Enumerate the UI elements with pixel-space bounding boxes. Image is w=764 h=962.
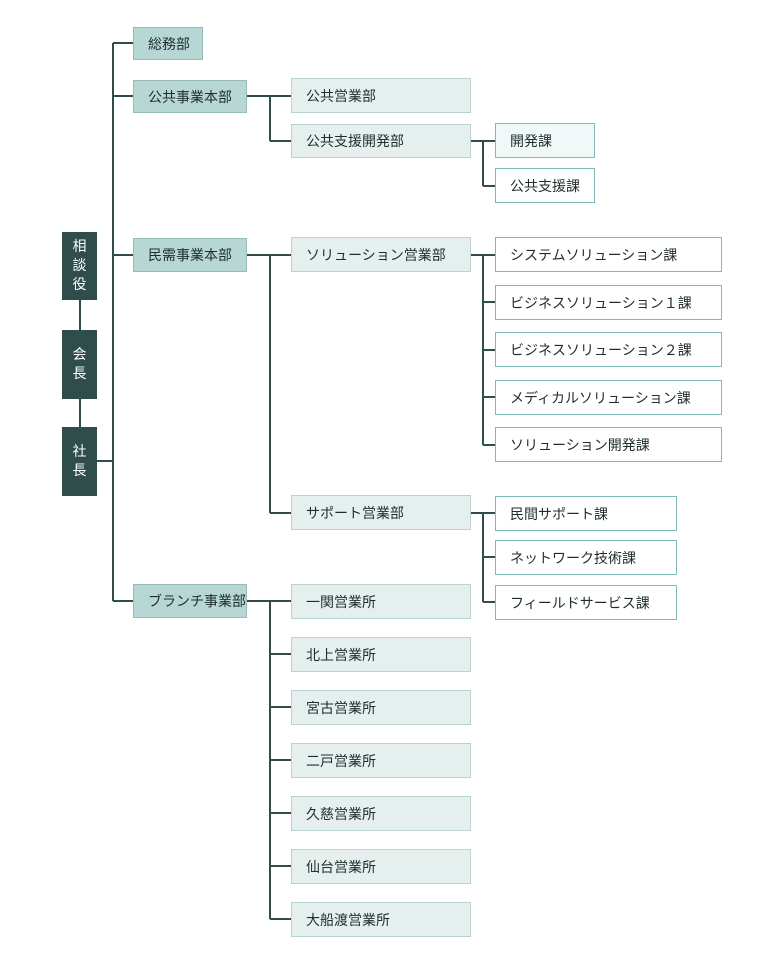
- exec-char: 談: [72, 257, 87, 274]
- exec-char: 長: [72, 462, 87, 479]
- section-system-solution: システムソリューション課: [495, 237, 722, 272]
- section-medical-solution: メディカルソリューション課: [495, 380, 722, 415]
- office-ninohe: 二戸営業所: [291, 743, 471, 778]
- section-business-solution-2: ビジネスソリューション２課: [495, 332, 722, 367]
- executive-shacho: 社 長: [62, 427, 97, 496]
- exec-char: 長: [72, 365, 87, 382]
- exec-char: 役: [72, 276, 87, 293]
- section-business-solution-1: ビジネスソリューション１課: [495, 285, 722, 320]
- office-kuji: 久慈営業所: [291, 796, 471, 831]
- office-ichinoseki: 一関営業所: [291, 584, 471, 619]
- office-sendai: 仙台営業所: [291, 849, 471, 884]
- exec-char: 会: [72, 346, 87, 363]
- dept-solution-eigyo: ソリューション営業部: [291, 237, 471, 272]
- dept-branch-honbu: ブランチ事業部: [133, 584, 247, 618]
- executive-sodanyaku: 相 談 役: [62, 232, 97, 300]
- section-minkan-support: 民間サポート課: [495, 496, 677, 531]
- office-miyako: 宮古営業所: [291, 690, 471, 725]
- office-kitakami: 北上営業所: [291, 637, 471, 672]
- dept-minju-honbu: 民需事業本部: [133, 238, 247, 272]
- exec-char: 社: [72, 443, 87, 460]
- exec-char: 相: [72, 238, 87, 255]
- office-ofunato: 大船渡営業所: [291, 902, 471, 937]
- section-kokyo-shien: 公共支援課: [495, 168, 595, 203]
- section-network-gijutsu: ネットワーク技術課: [495, 540, 677, 575]
- section-solution-kaihatsu: ソリューション開発課: [495, 427, 722, 462]
- section-kaihatsu: 開発課: [495, 123, 595, 158]
- dept-kokyo-shien-kaihatsu: 公共支援開発部: [291, 124, 471, 158]
- dept-support-eigyo: サポート営業部: [291, 495, 471, 530]
- section-field-service: フィールドサービス課: [495, 585, 677, 620]
- executive-kaicho: 会 長: [62, 330, 97, 399]
- dept-kokyo-eigyo: 公共営業部: [291, 78, 471, 113]
- dept-kokyo-honbu: 公共事業本部: [133, 80, 247, 113]
- dept-somu: 総務部: [133, 27, 203, 60]
